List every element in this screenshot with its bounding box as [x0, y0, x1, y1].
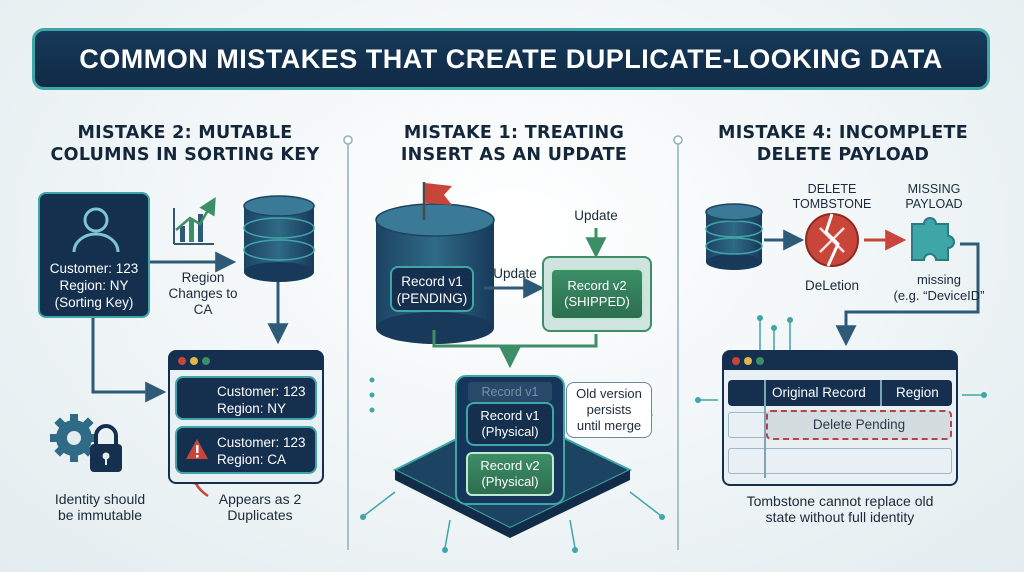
- table-row: Customer: 123 Region: NY: [175, 376, 317, 420]
- flag-icon: [422, 182, 452, 220]
- customer-line: Customer: 123: [49, 261, 139, 276]
- record-line: Record v1: [480, 408, 540, 423]
- tombstone-footer-note: Tombstone cannot replace old state witho…: [722, 493, 958, 525]
- label-line: Changes to: [168, 286, 238, 301]
- ghost-record: Record v1: [468, 382, 552, 402]
- deletion-label: DeLetion: [804, 278, 860, 293]
- note-line: state without full identity: [765, 509, 915, 525]
- window-titlebar: [724, 352, 956, 370]
- missing-payload-label: MISSING PAYLOAD: [896, 182, 972, 212]
- record-v1-card: Record v1 (PENDING): [390, 266, 474, 312]
- window-titlebar: [170, 352, 322, 370]
- broken-tombstone-icon: [805, 213, 859, 267]
- table-row: [728, 448, 952, 474]
- warning-icon: [186, 439, 208, 459]
- note-line: Tombstone cannot replace old: [746, 493, 934, 509]
- heading-line: MISTAKE 1: TREATING: [403, 123, 625, 143]
- trend-chart-icon: [173, 196, 216, 245]
- window-dot-icon: [732, 357, 740, 365]
- window-dot-icon: [202, 357, 210, 365]
- tombstone-table-window: Original Record Region Delete Pending: [722, 350, 958, 486]
- status-line: (SHIPPED): [564, 294, 630, 309]
- note-line: Identity should: [54, 491, 146, 507]
- title-banner: COMMON MISTAKES THAT CREATE DUPLICATE-LO…: [32, 28, 990, 90]
- customer-line: Customer: 123: [217, 435, 306, 450]
- note-line: Appears as 2: [218, 491, 302, 507]
- mistake-1-heading: MISTAKE 1: TREATING INSERT AS AN UPDATE: [380, 122, 648, 166]
- label-line: MISSING: [907, 182, 961, 196]
- left-database-icon: [243, 195, 315, 282]
- mistake-4-heading: MISTAKE 4: INCOMPLETE DELETE PAYLOAD: [710, 122, 976, 166]
- panel-dividers: [343, 135, 683, 550]
- duplicates-note: Appears as 2 Duplicates: [210, 491, 310, 523]
- region-line: Region: NY: [217, 401, 287, 416]
- note-line: (e.g. “DeviceID”: [893, 288, 985, 303]
- circuit-decor: [695, 315, 987, 403]
- heading-line: MISTAKE 2: MUTABLE: [77, 123, 293, 143]
- column-divider: [880, 380, 882, 406]
- label-line: PAYLOAD: [905, 197, 963, 211]
- label-line: TOMBSTONE: [792, 197, 872, 211]
- table-header: Original Record Region: [728, 380, 952, 406]
- record-line: Record v1: [401, 274, 463, 289]
- customer-line: Customer: 123: [217, 384, 306, 399]
- heading-line: MISTAKE 4: INCOMPLETE: [718, 123, 968, 143]
- label-line: CA: [193, 302, 213, 317]
- tombstone-label: DELETE TOMBSTONE: [786, 182, 878, 212]
- status-line: (Physical): [481, 424, 539, 439]
- middle-arrows: [432, 228, 607, 369]
- callout-line: Old version: [576, 386, 642, 401]
- label-line: DELETE: [807, 182, 857, 196]
- gear-lock-icon: [50, 414, 122, 472]
- note-line: be immutable: [57, 507, 143, 523]
- update-top-label: Update: [574, 208, 618, 223]
- column-header-region: Region: [896, 385, 939, 400]
- mistake-2-heading: MISTAKE 2: MUTABLE COLUMNS IN SORTING KE…: [40, 122, 330, 166]
- status-line: (Physical): [481, 474, 539, 489]
- heading-line: COLUMNS IN SORTING KEY: [50, 145, 320, 165]
- update-arrow-label: Update: [493, 266, 537, 281]
- table-row: Customer: 123 Region: CA: [175, 426, 317, 474]
- note-line: missing: [916, 272, 962, 287]
- puzzle-piece-icon: [911, 217, 955, 261]
- user-icon: [72, 207, 120, 253]
- record-v2-frame: Record v2 (SHIPPED): [542, 256, 652, 332]
- physical-v2-card: Record v2 (Physical): [466, 452, 554, 496]
- physical-v1-card: Record v1 (Physical): [466, 402, 554, 446]
- page-title: COMMON MISTAKES THAT CREATE DUPLICATE-LO…: [79, 43, 943, 74]
- delete-pending-row: Delete Pending: [766, 410, 952, 440]
- record-line: Record v2: [567, 278, 627, 293]
- right-arrows: [764, 229, 980, 347]
- window-dot-icon: [756, 357, 764, 365]
- label-line: Region: [181, 270, 225, 285]
- heading-line: INSERT AS AN UPDATE: [400, 145, 628, 165]
- status-line: (PENDING): [396, 291, 468, 306]
- column-header-original-record: Original Record: [772, 385, 866, 400]
- missing-note: missing (e.g. “DeviceID”: [880, 272, 998, 304]
- customer-record-card: Customer: 123 Region: NY (Sorting Key): [38, 192, 150, 318]
- old-version-callout: Old version persists until merge: [566, 382, 652, 438]
- heading-line: DELETE PAYLOAD: [756, 145, 930, 165]
- region-line: Region: NY: [59, 278, 129, 293]
- record-v2-card: Record v2 (SHIPPED): [550, 268, 644, 320]
- identity-note: Identity should be immutable: [36, 491, 164, 523]
- window-dot-icon: [190, 357, 198, 365]
- window-dot-icon: [178, 357, 186, 365]
- right-database-icon: [705, 203, 763, 270]
- note-line: Duplicates: [227, 507, 293, 523]
- region-line: Region: CA: [217, 452, 287, 467]
- window-dot-icon: [744, 357, 752, 365]
- region-change-label: Region Changes to CA: [158, 270, 248, 318]
- callout-line: persists: [586, 402, 632, 417]
- sorting-key-line: (Sorting Key): [54, 295, 134, 310]
- column-divider: [764, 380, 766, 478]
- table-window: Customer: 123 Region: NY Customer: 123 R…: [168, 350, 324, 484]
- record-line: Record v2: [480, 458, 540, 473]
- callout-line: until merge: [576, 418, 642, 433]
